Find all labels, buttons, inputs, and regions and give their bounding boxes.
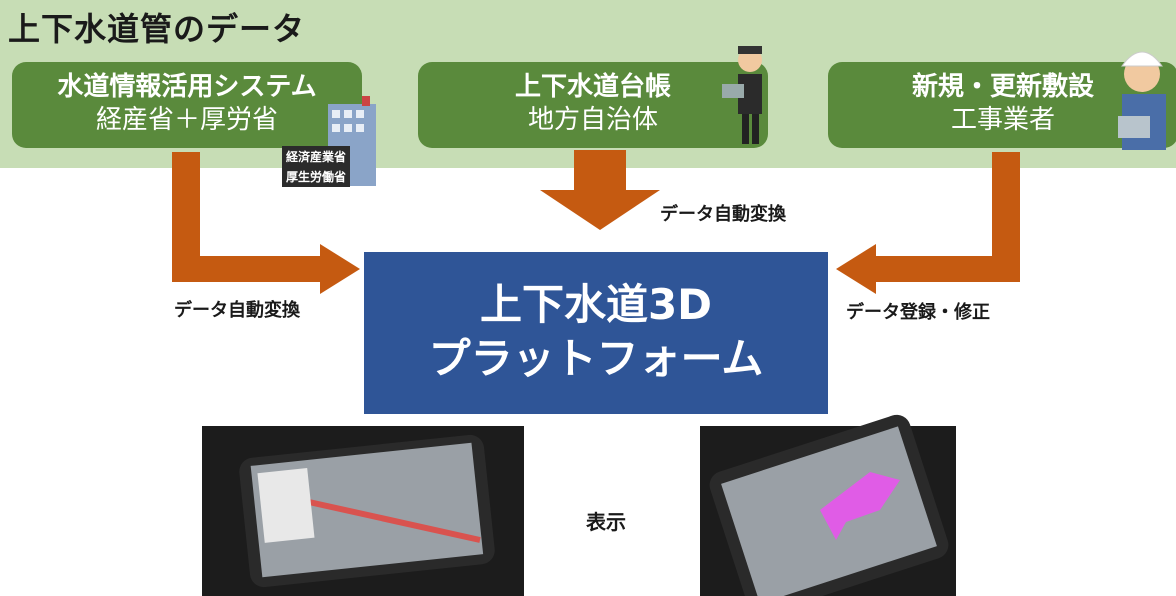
source-box-ledger: 上下水道台帳 地方自治体 [418, 62, 768, 148]
official-person-icon [722, 46, 762, 144]
source-name: 新規・更新敷設 [911, 72, 1094, 102]
arrow-label-right: データ登録・修正 [846, 302, 990, 323]
source-name: 水道情報活用システム [57, 72, 317, 102]
arrows [172, 150, 1020, 294]
arrow-label-center: データ自動変換 [660, 204, 786, 225]
source-box-water-info-system: 水道情報活用システム 経産省＋厚労省 [12, 62, 362, 148]
ar-photo-right [700, 414, 956, 596]
arrow-label-left: データ自動変換 [174, 300, 300, 321]
display-label: 表示 [586, 510, 626, 534]
source-owner: 経産省＋厚労省 [95, 105, 278, 135]
page-title: 上下水道管のデータ [8, 10, 306, 48]
platform-box: 上下水道3D プラットフォーム [364, 252, 828, 414]
ministry-sign-meti: 経済産業省 [282, 146, 351, 167]
source-owner: 工事業者 [950, 105, 1055, 135]
ar-photo-left [202, 426, 524, 596]
source-owner: 地方自治体 [527, 105, 658, 135]
platform-line1: 上下水道3D [479, 280, 713, 329]
ministry-sign-mhlw: 厚生労働省 [282, 166, 351, 187]
construction-worker-icon [1118, 51, 1166, 150]
platform-line2: プラットフォーム [428, 334, 764, 383]
source-name: 上下水道台帳 [514, 72, 671, 102]
